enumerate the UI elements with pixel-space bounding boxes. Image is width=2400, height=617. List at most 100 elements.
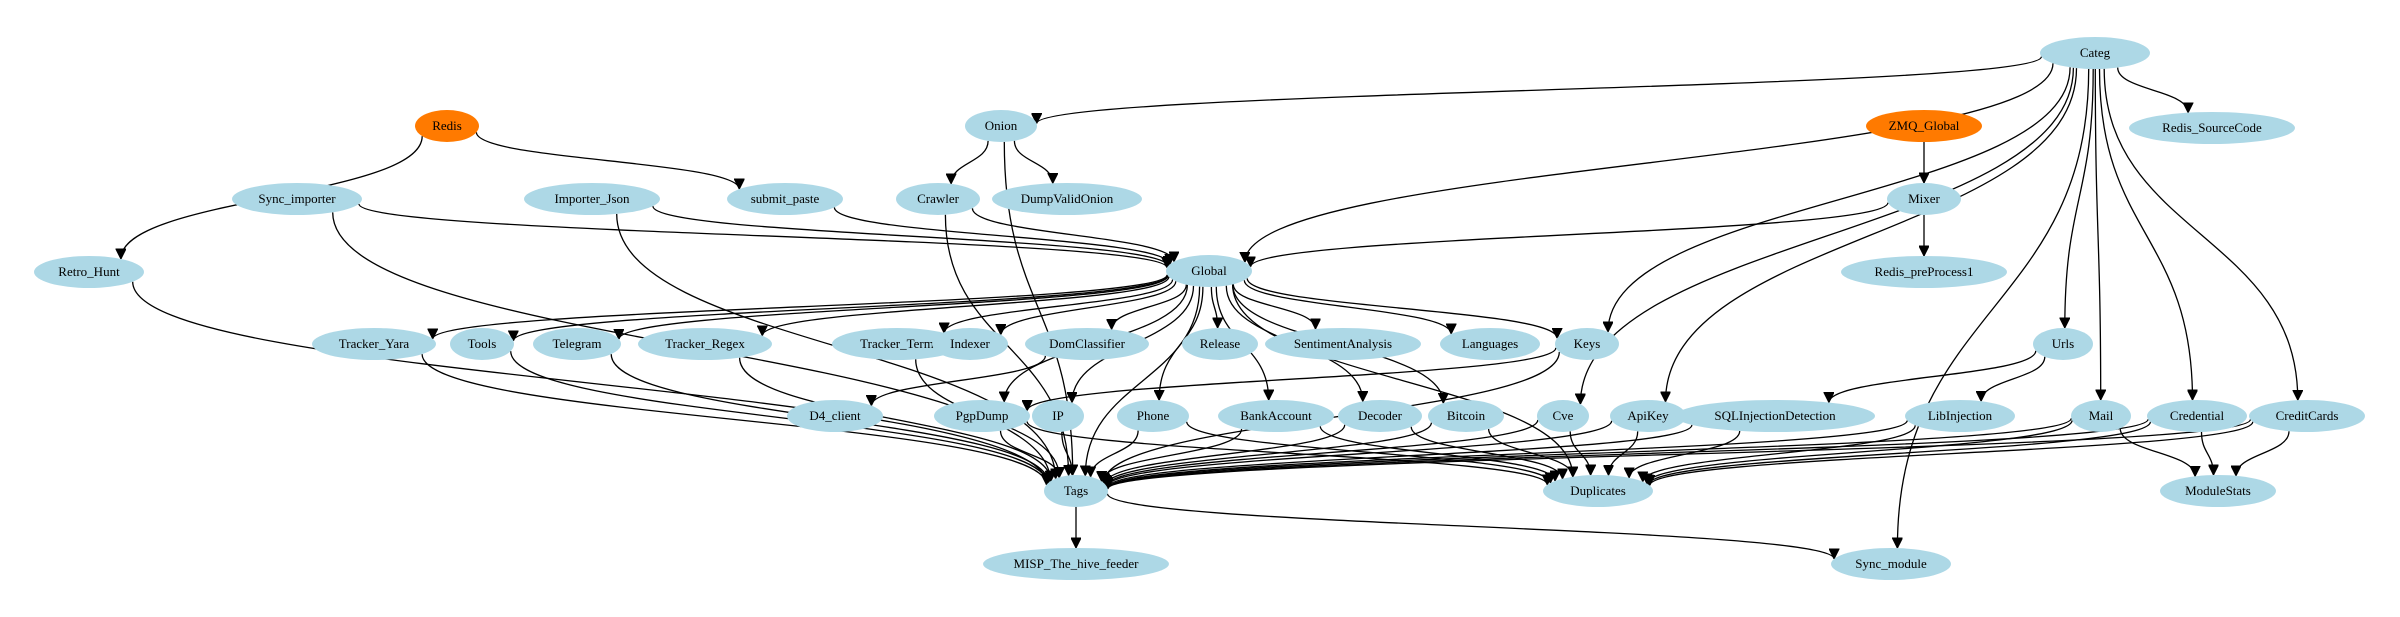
node-domclassifier: DomClassifier <box>1025 328 1149 360</box>
node-shape <box>1440 328 1540 360</box>
edge-bitcoin-to-tags <box>1106 422 1433 486</box>
edge-categ-to-creditcards <box>2103 68 2298 400</box>
node-mail: Mail <box>2071 400 2131 432</box>
edge-phone-to-tags <box>1091 430 1139 477</box>
node-shape <box>1117 400 1189 432</box>
edge-libinjection-to-duplicates <box>1643 425 1916 482</box>
node-misp-the-hive-feeder: MISP_The_hive_feeder <box>983 548 1169 580</box>
node-label: Cve <box>1553 408 1574 423</box>
edge-retro_hunt-to-tags <box>132 281 1047 485</box>
edge-global-to-duplicates <box>1231 284 1573 476</box>
node-label: Tools <box>468 336 497 351</box>
node-sync-module: Sync_module <box>1831 548 1951 580</box>
node-tracker-yara: Tracker_Yara <box>312 328 436 360</box>
node-shape <box>34 256 144 288</box>
edge-categ-to-urls <box>2065 68 2094 328</box>
edge-global-to-tracker_regex <box>762 276 1170 336</box>
edge-onion-to-crawler <box>951 140 989 184</box>
node-cve: Cve <box>1537 400 1589 432</box>
node-label: Release <box>1200 336 1241 351</box>
node-label: Phone <box>1137 408 1170 423</box>
edge-sqlinjectiondetection-to-tags <box>1107 424 1693 488</box>
edge-decoder-to-tags <box>1105 424 1346 485</box>
node-shape <box>1428 400 1504 432</box>
node-shape <box>1831 548 1951 580</box>
node-label: Tracker_Regex <box>665 336 745 351</box>
edge-apikey-to-tags <box>1107 420 1613 488</box>
edges-layer <box>121 56 2298 560</box>
node-label: DomClassifier <box>1049 336 1125 351</box>
node-label: Retro_Hunt <box>58 264 120 279</box>
node-label: BankAccount <box>1240 408 1312 423</box>
node-shape <box>1887 183 1961 215</box>
node-shape <box>1166 255 1252 287</box>
edge-mail-to-tags <box>1108 417 2072 490</box>
node-label: Global <box>1191 263 1227 278</box>
node-shape <box>1338 400 1422 432</box>
edge-global-to-indexer <box>1001 281 1177 335</box>
node-label: D4_client <box>809 408 861 423</box>
node-shape <box>1543 475 1653 507</box>
node-label: Bitcoin <box>1447 408 1486 423</box>
edge-creditcards-to-modulestats <box>2236 431 2290 476</box>
node-shape <box>896 183 980 215</box>
node-label: Tracker_Term <box>860 336 934 351</box>
edge-phone-to-duplicates <box>1186 421 1551 484</box>
node-label: Sync_module <box>1855 556 1927 571</box>
node-label: Crawler <box>917 191 960 206</box>
node-shape <box>2249 400 2365 432</box>
node-label: ZMQ_Global <box>1889 118 1960 133</box>
node-shape <box>1841 256 2007 288</box>
node-label: Duplicates <box>1570 483 1626 498</box>
node-label: Keys <box>1574 336 1601 351</box>
node-decoder: Decoder <box>1338 400 1422 432</box>
node-label: ApiKey <box>1627 408 1669 423</box>
node-label: MISP_The_hive_feeder <box>1014 556 1140 571</box>
node-label: Redis_SourceCode <box>2162 120 2262 135</box>
edge-categ-to-apikey <box>1666 68 2078 402</box>
node-label: Telegram <box>553 336 602 351</box>
edge-tags-to-sync_module <box>1106 493 1835 560</box>
node-label: SentimentAnalysis <box>1294 336 1392 351</box>
node-label: DumpValidOnion <box>1021 191 1114 206</box>
edge-cve-to-tags <box>1107 419 1539 487</box>
node-label: ModuleStats <box>2185 483 2251 498</box>
edge-keys-to-pgpdump <box>1027 347 1557 411</box>
edge-domclassifier-to-d4_client <box>871 355 1047 406</box>
edge-ip-to-tags <box>1061 431 1072 475</box>
node-shape <box>1610 400 1686 432</box>
edge-categ-to-cve <box>1580 67 2075 404</box>
edge-tracker_regex-to-tags <box>738 357 1051 481</box>
edge-global-to-release <box>1210 286 1217 328</box>
edge-global-to-tracker_term <box>944 279 1174 334</box>
edge-global-to-sentimentanalysis <box>1232 284 1315 330</box>
node-categ: Categ <box>2040 37 2150 69</box>
edge-urls-to-libinjection <box>1981 356 2046 402</box>
node-shape <box>932 328 1008 360</box>
node-sync-importer: Sync_importer <box>232 183 362 215</box>
node-shape <box>524 183 660 215</box>
node-label: Redis <box>432 118 462 133</box>
node-onion: Onion <box>965 110 1037 142</box>
node-mixer: Mixer <box>1887 183 1961 215</box>
node-creditcards: CreditCards <box>2249 400 2365 432</box>
node-shape <box>2147 400 2247 432</box>
edge-bankaccount-to-tags <box>1102 428 1243 482</box>
node-retro-hunt: Retro_Hunt <box>34 256 144 288</box>
node-languages: Languages <box>1440 328 1540 360</box>
node-bankaccount: BankAccount <box>1218 400 1334 432</box>
node-shape <box>2040 37 2150 69</box>
node-zmq-global: ZMQ_Global <box>1866 110 1982 142</box>
node-tracker-term: Tracker_Term <box>832 328 962 360</box>
node-shape <box>533 328 621 360</box>
node-shape <box>1866 110 1982 142</box>
node-redis: Redis <box>415 110 479 142</box>
edge-credential-to-tags <box>1108 418 2149 490</box>
node-redis-preprocess1: Redis_preProcess1 <box>1841 256 2007 288</box>
edge-categ-to-sync_module <box>1897 68 2090 548</box>
edge-mixer-to-global <box>1251 202 1889 268</box>
node-label: Importer_Json <box>554 191 630 206</box>
node-shape <box>1032 400 1084 432</box>
edge-tools-to-tags <box>510 351 1048 484</box>
